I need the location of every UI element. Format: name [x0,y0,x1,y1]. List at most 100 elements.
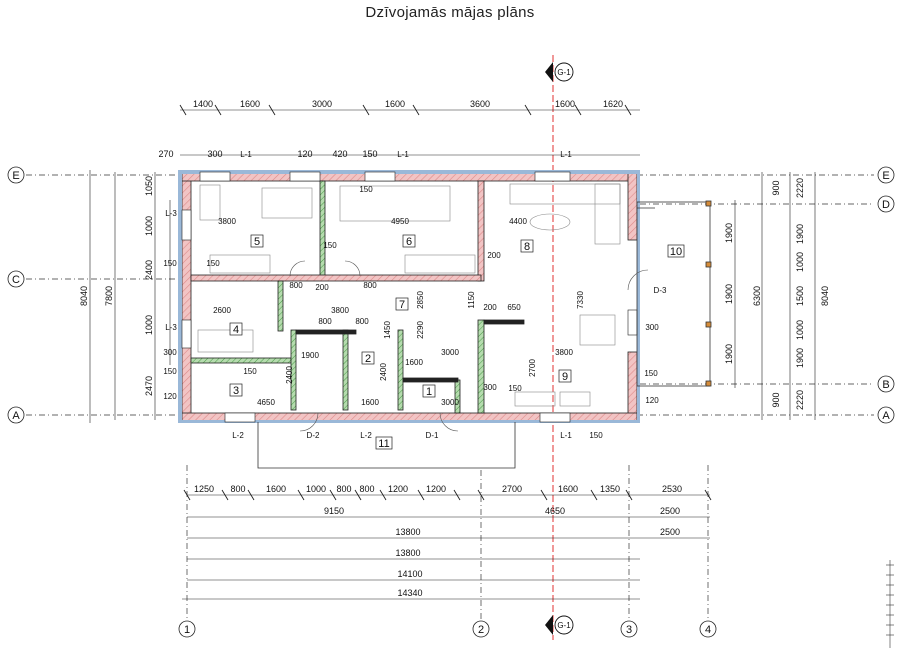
dim-top-6: 1600 [555,99,575,109]
room-dim-31: 2850 [416,291,425,309]
room-dim-32: 1600 [405,358,423,367]
section-marker-top: G-1 [545,62,574,82]
porch-room-11 [257,422,516,469]
dim-right-mid-3: 2220 [795,390,805,410]
dim-top-2: 1600 [240,99,260,109]
axis-B-right: B [882,379,889,391]
dim-right-frame-3: 1900 [724,344,734,364]
room-2: 2 [365,353,371,365]
room-dim-36: 150 [589,431,603,440]
dim-bottom-2: 800 [230,484,245,494]
axis-3: 3 [626,624,632,636]
axis-A-left: A [12,410,20,422]
room-dim-10: 3800 [555,348,573,357]
room-10: 10 [670,246,682,258]
room-dim-38: 7330 [576,291,585,309]
dim-left-small-2: 300 [163,348,177,357]
room-5: 5 [254,236,260,248]
dim-bottom-r3-2: 2500 [660,527,680,537]
dim-top-inner-4: 420 [332,149,347,159]
room-dim-14: 200 [315,283,329,292]
room-dim-29: 1150 [467,291,476,309]
room-dim-5: 3800 [331,306,349,315]
room-dim-34: 2400 [379,363,388,381]
room-dim-20: 650 [507,303,521,312]
door-D3: D-3 [654,286,667,295]
room-1: 1 [426,386,432,398]
room-7: 7 [399,299,405,311]
axis-2: 2 [478,624,484,636]
room-dim-28: 120 [645,396,659,405]
dim-right-mid-1: 2220 [795,178,805,198]
room-dim-4: 2600 [213,306,231,315]
drawing-title: Dzīvojamās mājas plāns [365,4,535,21]
dim-top-5: 3600 [470,99,490,109]
axis-D-right: D [882,199,890,211]
dim-left-inner-1: 1050 [144,176,154,196]
room-dim-30: 1450 [383,321,392,339]
dim-right-inner-6: 1900 [795,348,805,368]
windows [181,171,638,423]
room-dim-33: 2400 [285,366,294,384]
dim-top-inner-1: 270 [158,149,173,159]
room-8: 8 [524,241,530,253]
dim-left-small-4: 120 [163,392,177,401]
room-4: 4 [233,324,239,336]
room-dim-6: 4650 [257,398,275,407]
lintel-3: L-1 [560,150,572,159]
scale-bar [886,560,894,648]
exterior-walls [178,170,640,423]
lintel-2: L-1 [397,150,409,159]
dim-top-inner-3: 120 [297,149,312,159]
dim-right-frame-1: 1900 [724,223,734,243]
lintel-6: L-1 [560,431,572,440]
dimension-lines [89,109,816,600]
dim-top-inner-5: 150 [362,149,377,159]
room-dim-37: 300 [483,383,497,392]
dim-bottom-1: 1250 [194,484,214,494]
dim-bottom-5: 800 [336,484,351,494]
room-dim-24: 150 [323,241,337,250]
room-dim-15: 200 [487,251,501,260]
terrace-room-10 [636,200,712,387]
lintel-8: L-3 [165,323,177,332]
dim-bottom-8: 1200 [426,484,446,494]
room-dim-26: 300 [645,323,659,332]
interior-walls [190,180,525,414]
dimension-ticks [179,104,712,501]
dim-bottom-r2-3: 2500 [660,506,680,516]
room-dim-17: 1900 [301,351,319,360]
room-dim-9: 3000 [441,398,459,407]
axis-E-right: E [882,170,889,182]
axis-labels [7,166,895,638]
dim-left-inner-2: 1000 [144,216,154,236]
room-dim-3: 4400 [509,217,527,226]
room-dim-25: 150 [243,367,257,376]
dim-bottom-7: 1200 [388,484,408,494]
door-D1: D-1 [426,431,439,440]
axis-4: 4 [705,624,711,636]
dim-top-7: 1620 [603,99,623,109]
dim-left-inner-4: 1000 [144,315,154,335]
axis-1: 1 [184,624,190,636]
grid-lines [26,174,874,625]
dim-bottom-r2-1: 9150 [324,506,344,516]
room-dim-12: 800 [318,317,332,326]
room-dim-11: 800 [289,281,303,290]
dim-left-small-1: 150 [163,259,177,268]
room-dim-27: 150 [644,369,658,378]
dim-right-inner-5: 1000 [795,320,805,340]
room-dim-22: 150 [206,259,220,268]
door-swings [289,260,649,432]
room-number-boxes [229,234,685,450]
dim-bottom-10: 1600 [558,484,578,494]
lintel-1: L-1 [240,150,252,159]
dim-bottom-3: 1600 [266,484,286,494]
section-marker-bottom: G-1 [545,615,574,635]
dim-bottom-11: 1350 [600,484,620,494]
room-dim-16: 800 [363,281,377,290]
room-dim-13: 800 [355,317,369,326]
door-D2: D-2 [307,431,320,440]
room-11: 11 [378,438,389,450]
room-9: 9 [562,371,568,383]
